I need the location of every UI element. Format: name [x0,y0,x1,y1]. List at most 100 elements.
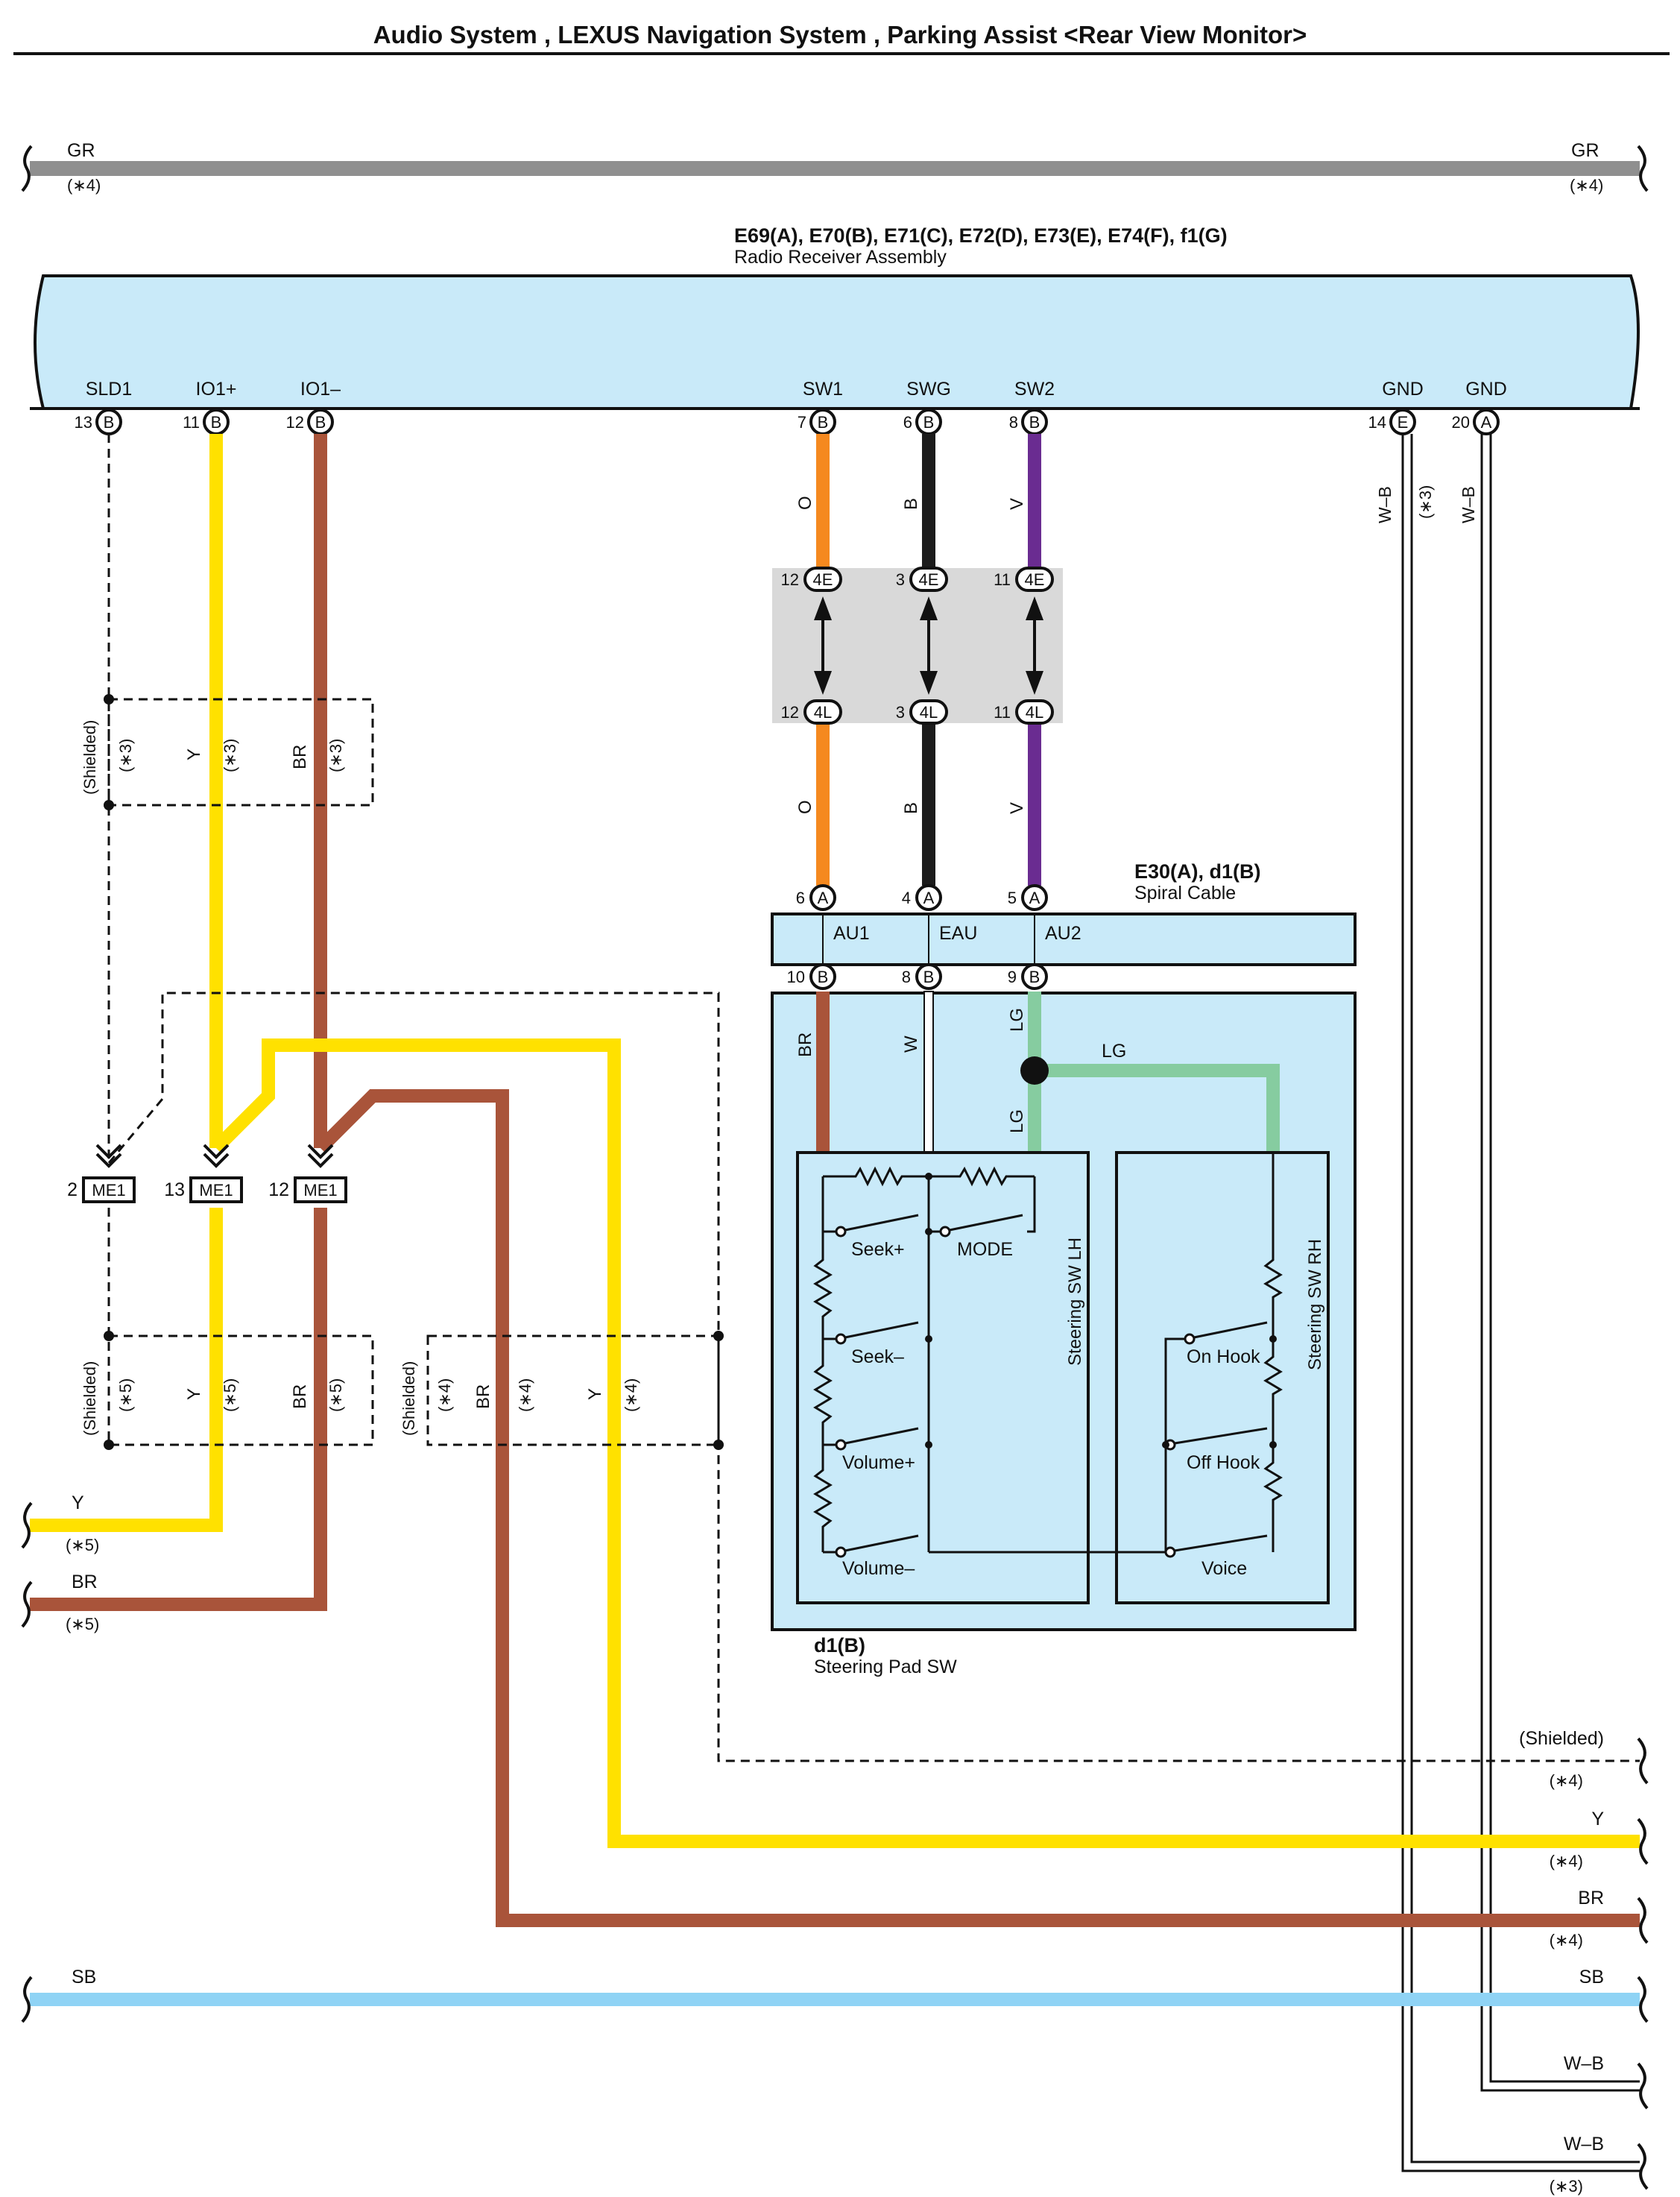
left-exit-note: (∗5) [66,1615,99,1633]
wire-color-upper: O [795,496,815,510]
pin-circle-icon [809,884,836,911]
pin-number: 8 [902,968,911,986]
radio-terminal-label: GND [1382,379,1424,400]
junction-dot [925,1441,932,1449]
sll-note2: (∗5) [221,1378,239,1412]
me1-box [189,1176,243,1203]
junction-bottom-id: 4L [814,703,832,722]
steering-lg-branch [1035,1064,1280,1153]
me1-box [82,1176,136,1203]
wire-break-icon [21,1501,33,1549]
switch-lever-icon [1174,1427,1268,1445]
radio-pin: B6 [903,409,942,435]
shield-upper-note3: (∗3) [326,739,345,772]
wire-break-icon [21,1580,33,1628]
slr-y: Y [585,1388,605,1400]
shield-lower-left-box [107,1334,374,1446]
steering-sw-rh-box [1115,1151,1330,1604]
sll-y: Y [184,1388,204,1400]
gr-right-note: (∗4) [1570,176,1603,195]
shield-upper-br: BR [290,745,310,769]
junction-bottom-pin [1015,699,1054,725]
junction-top-num: 12 [781,570,799,589]
junction-top-pin [803,567,842,592]
steering-lg-top-label: LG [1007,1008,1027,1032]
pin-conn-letter: B [104,413,115,432]
pin-circle-icon [809,963,836,990]
right-exit-label: W–B [1564,2053,1604,2074]
shield-upper-note2: (∗3) [221,739,239,772]
me1-box [294,1176,347,1203]
sll-dot2 [104,1440,114,1450]
arrow-down-icon [920,671,938,695]
pin-conn-letter: B [315,413,326,432]
shield-route [107,992,1640,1762]
pin-circle-icon [915,963,942,990]
pin-circle-icon [1021,963,1048,990]
wire-color-lower: B [901,802,921,814]
yellow-exit-left [30,1208,223,1532]
spiral-bottom-pin: B8 [902,963,942,990]
switch-label: Volume+ [842,1452,915,1473]
steering-sw-rh-title: Steering SW RH [1305,1239,1325,1370]
gr-left-label: GR [67,140,95,161]
gr-left-note: (∗4) [67,176,101,195]
sll-br: BR [290,1384,310,1409]
radio-pin: B13 [75,409,122,435]
gnd14-color: W–B [1375,486,1395,523]
junction-dot [925,1335,932,1343]
pin-conn-letter: B [211,413,222,432]
junction-top-num: 11 [994,570,1011,589]
pin-number: 7 [798,413,806,432]
pin-number: 8 [1009,413,1018,432]
pin-conn-letter: B [923,968,935,986]
radio-connectors: E69(A), E70(B), E71(C), E72(D), E73(E), … [734,224,1228,247]
switch-lever-icon [949,1214,1023,1232]
slr-dot2 [713,1440,724,1450]
junction-bottom-id: 4L [920,703,938,722]
junction-bottom-id: 4L [1026,703,1043,722]
switch-volume-: Volume– [835,1534,919,1579]
junction-bottom-pin [803,699,842,725]
wire-break-left-icon [21,145,33,192]
me1-id: ME1 [303,1181,337,1200]
spiral-top-pin: A6 [796,884,836,911]
rh-left-rail [1164,1337,1185,1552]
switch-voice: Voice [1164,1534,1268,1579]
brown-route-out [315,1089,1640,1927]
pin-circle-icon [1021,884,1048,911]
left-exit-label: Y [72,1492,84,1513]
spiral-top-pin: A5 [1008,884,1048,911]
junction-dot [1269,1441,1277,1449]
sll-dot1 [104,1331,114,1341]
lh-resistor-ladder [813,1176,833,1552]
yellow-route-out [211,1038,1640,1848]
wire-break-icon [1637,2143,1649,2190]
sll-note1: (∗5) [116,1378,135,1412]
right-exit-note: (∗3) [1550,2177,1583,2196]
switch-lever-icon [1193,1321,1268,1339]
slr-note1: (∗4) [435,1378,454,1412]
pin-conn-letter: B [818,413,829,432]
pin-circle-icon [915,884,942,911]
gnd20-wire [1480,434,1640,2092]
pin-conn-letter: A [923,889,935,907]
shield-upper-dot2 [104,800,114,810]
connector-chevron-icon [203,1144,230,1168]
me1-num: 2 [67,1179,78,1200]
pin-number: 6 [796,889,805,907]
switch-on-hook: On Hook [1184,1321,1268,1367]
wire-color-upper: V [1007,498,1027,510]
switch-mode: MODE [939,1214,1023,1260]
slr-note3: (∗4) [622,1378,640,1412]
steering-sw-lh-box [796,1151,1090,1604]
shield-upper: (Shielded) (∗3) Y (∗3) BR (∗3) [80,694,374,810]
rh-resistor-ladder [1263,1153,1283,1552]
radio-terminal-label: IO1+ [196,379,237,400]
radio-terminal-label: IO1– [300,379,341,400]
pin-number: 12 [286,413,304,432]
